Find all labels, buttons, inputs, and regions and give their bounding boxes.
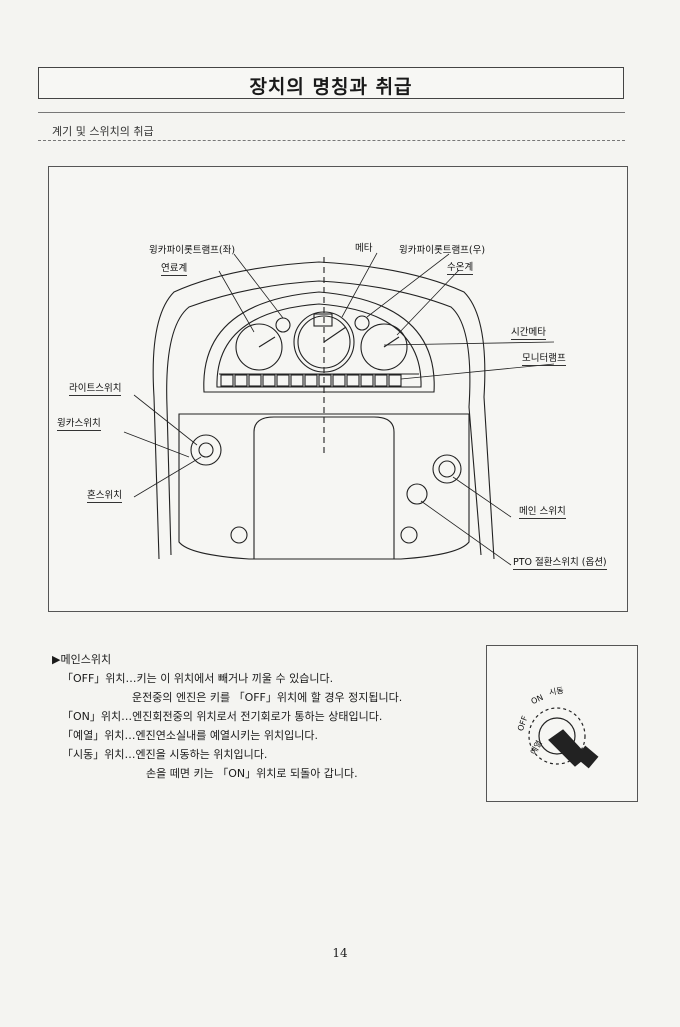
start-line: 「시동」위치…엔진을 시동하는 위치입니다. [62, 748, 268, 761]
main-key-switch [432, 454, 462, 484]
fuel-gauge [235, 323, 283, 371]
start-line-cont: 손을 떼면 키는 「ON」위치로 되돌아 갑니다. [146, 767, 358, 780]
light-switch [190, 434, 222, 466]
label-main-switch: 메인 스위치 [519, 506, 566, 519]
label-water-temp: 수온계 [447, 262, 474, 275]
dashboard-illustration [123, 252, 555, 566]
cluster-bezel [216, 303, 422, 388]
cluster-housing [203, 291, 435, 393]
bolt-right [400, 526, 418, 544]
title-box: 장치의 명칭과 취급 [38, 67, 624, 99]
steering-column-opening [253, 416, 395, 560]
label-meter: 메타 [355, 243, 373, 254]
label-light-switch: 라이트스위치 [69, 383, 122, 396]
hood-inner-outline [166, 280, 482, 556]
label-hour-meter: 시간메타 [511, 327, 546, 340]
divider [38, 112, 625, 113]
winker-pilot-right [354, 315, 370, 331]
section-heading: 계기 및 스위치의 취급 [52, 125, 154, 138]
main-switch-heading: ▶메인스위치 [52, 653, 112, 666]
on-line: 「ON」위치…엔진회전중의 위치로서 전기회로가 통하는 상태입니다. [62, 710, 383, 723]
key-switch-illustration [528, 707, 599, 769]
page-title: 장치의 명칭과 취급 [249, 76, 413, 98]
monitor-lamps [220, 374, 402, 387]
bolt-left [230, 526, 248, 544]
lower-panel [178, 413, 470, 560]
off-line: 「OFF」위치…키는 이 위치에서 빼거나 끼울 수 있습니다. [62, 672, 334, 685]
label-horn-switch: 혼스위치 [87, 490, 122, 503]
pto-switch [406, 483, 428, 505]
label-winker-pilot-left: 윙카파이롯트램프(좌) [149, 245, 236, 256]
winker-pilot-left [275, 317, 291, 333]
water-temp-gauge [360, 323, 408, 371]
hood-outline [152, 261, 495, 560]
dashboard-figure: 윙카파이롯트램프(좌) 연료계 메타 윙카파이롯트램프(우) 수온계 시간메타 … [48, 166, 628, 612]
page-number: 14 [332, 946, 348, 960]
label-monitor-lamp: 모니터램프 [522, 353, 566, 366]
divider [38, 140, 625, 141]
label-winker-switch: 윙카스위치 [57, 418, 101, 431]
label-pto-switch: PTO 절환스위치 (옵션) [513, 557, 607, 570]
off-line-cont: 운전중의 엔진은 키를 「OFF」위치에 할 경우 정지됩니다. [132, 691, 403, 704]
key-switch-inset: ON 시동 OFF 예열 [486, 645, 638, 802]
preheat-line: 「예열」위치…엔진연소실내를 예열시키는 위치입니다. [62, 729, 319, 742]
label-winker-pilot-right: 윙카파이롯트램프(우) [399, 245, 486, 256]
leader-lines [123, 252, 555, 566]
label-fuel-gauge: 연료계 [161, 263, 188, 276]
